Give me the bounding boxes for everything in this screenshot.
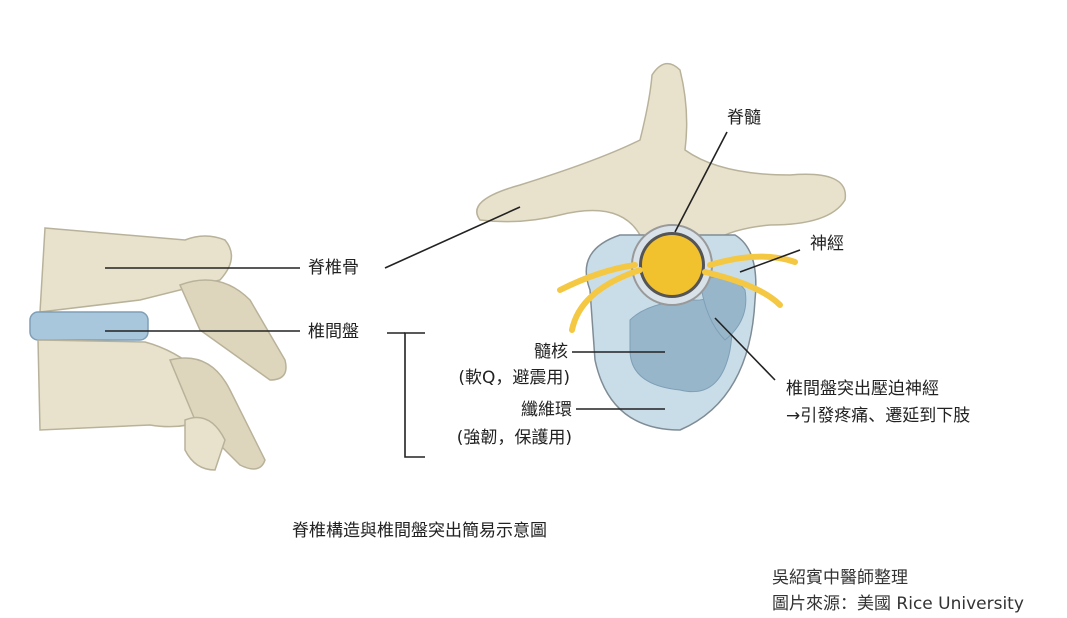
label-nucleus-desc: (軟Q，避震用)	[458, 368, 570, 388]
label-vertebra: 脊椎骨	[308, 258, 359, 278]
label-nerve: 神經	[810, 234, 844, 254]
label-herniation: 椎間盤突出壓迫神經	[786, 379, 939, 399]
top-view-vertebra	[476, 62, 847, 431]
credit-source: 圖片來源：美國 Rice University	[772, 594, 1024, 614]
label-annulus: 纖維環	[521, 400, 572, 420]
label-nucleus: 髓核	[534, 342, 568, 362]
label-spinal-cord: 脊髓	[727, 108, 761, 128]
lateral-spine-view	[29, 227, 287, 471]
nerves	[557, 253, 798, 333]
label-disc: 椎間盤	[308, 322, 359, 342]
intervertebral-disc-side	[29, 311, 149, 341]
label-annulus-desc: (強韌，保護用)	[456, 428, 572, 448]
label-herniation-effect: →引發疼痛、遷延到下肢	[786, 406, 971, 426]
figure-caption: 脊椎構造與椎間盤突出簡易示意圖	[292, 521, 547, 541]
spinal-cord	[642, 235, 702, 295]
credit-author: 吳紹賓中醫師整理	[772, 568, 908, 588]
leader-lines	[105, 131, 801, 458]
